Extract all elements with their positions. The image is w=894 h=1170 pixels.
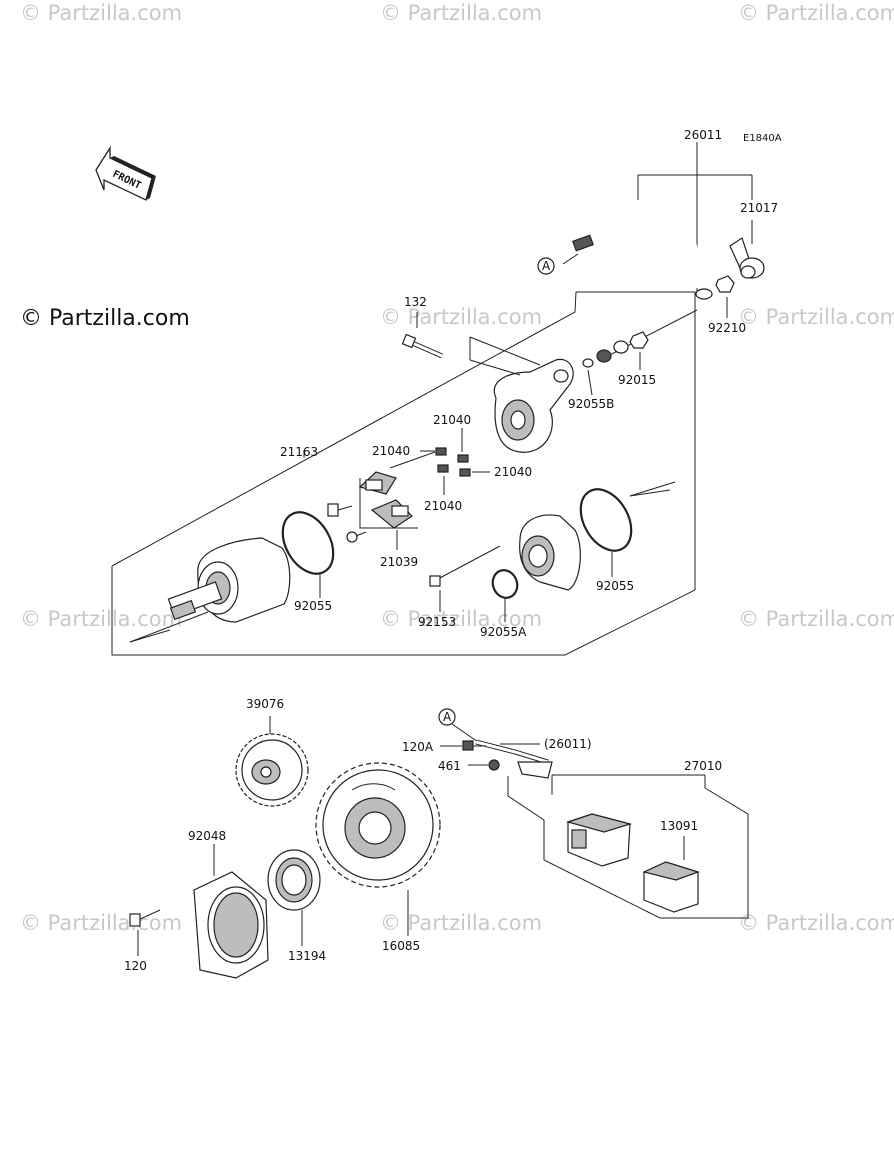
watermark-main: © Partzilla.com bbox=[20, 306, 190, 331]
part-label: 26011 bbox=[684, 128, 722, 142]
part-label: 21040 bbox=[494, 465, 532, 479]
part-label: 16085 bbox=[382, 939, 420, 953]
part-label: 92055 bbox=[294, 599, 332, 613]
watermarks: © Partzilla.com © Partzilla.com © Partzi… bbox=[20, 1, 894, 935]
part-label: 92048 bbox=[188, 829, 226, 843]
watermark: © Partzilla.com bbox=[738, 607, 894, 631]
part-label: 461 bbox=[438, 759, 461, 773]
part-label: 120A bbox=[402, 740, 434, 754]
part-label: 39076 bbox=[246, 697, 284, 711]
watermark: © Partzilla.com bbox=[380, 1, 542, 25]
watermark: © Partzilla.com bbox=[738, 305, 894, 329]
part-label: 92210 bbox=[708, 321, 746, 335]
part-label: 21017 bbox=[740, 201, 778, 215]
watermark: © Partzilla.com bbox=[20, 607, 182, 631]
part-label: 92015 bbox=[618, 373, 656, 387]
part-label: 92055A bbox=[480, 625, 527, 639]
part-label: 13091 bbox=[660, 819, 698, 833]
part-label: 21040 bbox=[433, 413, 471, 427]
part-label: 92055B bbox=[568, 397, 614, 411]
spring-icons bbox=[435, 447, 471, 477]
part-label: 21040 bbox=[372, 444, 410, 458]
ref-a-label: A bbox=[443, 710, 452, 724]
gears-and-relay: A bbox=[129, 708, 749, 979]
watermark: © Partzilla.com bbox=[380, 607, 542, 631]
watermark: © Partzilla.com bbox=[20, 1, 182, 25]
front-arrow-icon: FRONT bbox=[95, 145, 156, 201]
watermark: © Partzilla.com bbox=[380, 305, 542, 329]
part-label: (26011) bbox=[544, 737, 592, 751]
ref-a-marker bbox=[438, 708, 456, 726]
watermark: © Partzilla.com bbox=[20, 911, 182, 935]
part-label: 21163 bbox=[280, 445, 318, 459]
watermark: © Partzilla.com bbox=[738, 1, 894, 25]
watermark: © Partzilla.com bbox=[380, 911, 542, 935]
part-label: 92153 bbox=[418, 615, 456, 629]
part-label: 120 bbox=[124, 959, 147, 973]
part-label: 27010 bbox=[684, 759, 722, 773]
starter-assembly: A bbox=[111, 142, 765, 656]
ref-a-marker bbox=[537, 257, 555, 275]
ref-a-label: A bbox=[542, 259, 551, 273]
part-label: 13194 bbox=[288, 949, 326, 963]
part-label: 92055 bbox=[596, 579, 634, 593]
diagram-code: E1840A bbox=[743, 133, 782, 144]
part-label: 21039 bbox=[380, 555, 418, 569]
watermark: © Partzilla.com bbox=[738, 911, 894, 935]
part-label: 132 bbox=[404, 295, 427, 309]
part-label: 21040 bbox=[424, 499, 462, 513]
